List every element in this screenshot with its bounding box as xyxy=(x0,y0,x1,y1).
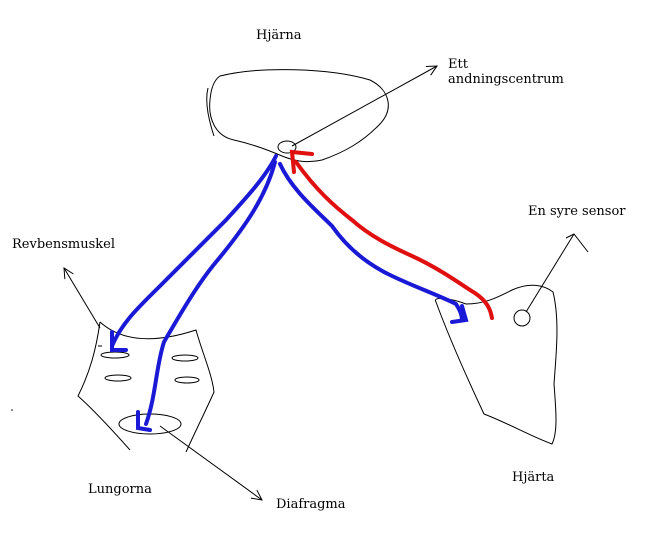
lung-lobe xyxy=(100,351,130,359)
diaphragm-pointer xyxy=(159,425,262,500)
oxygen-sensor-circle xyxy=(513,309,531,327)
stray-dot xyxy=(11,409,13,411)
signal-to-heart xyxy=(278,162,464,322)
lungs-label: Lungorna xyxy=(88,482,152,497)
signal-to-diaphragm xyxy=(144,160,277,426)
breathing-center-label: Ett andningscentrum xyxy=(448,57,578,87)
lung-lobe xyxy=(171,354,199,362)
breathing-center-label-line2: andningscentrum xyxy=(448,72,564,87)
oxygen-sensor-label: En syre sensor xyxy=(528,204,626,219)
breathing-center-circle xyxy=(277,140,297,154)
diaphragm-label: Diafragma xyxy=(276,497,346,512)
heart-label: Hjärta xyxy=(512,470,555,485)
brain-label: Hjärna xyxy=(256,28,302,43)
signal-from-sensor xyxy=(294,160,494,320)
breathing-center-pointer xyxy=(291,66,437,147)
heart-arrowhead xyxy=(450,304,469,324)
brain-arrowhead xyxy=(289,149,314,174)
heart-outline xyxy=(434,284,558,445)
breathing-center-label-line1: Ett xyxy=(448,57,468,72)
diaphragm-arrowhead xyxy=(136,410,152,432)
rib-muscle-label: Revbensmuskel xyxy=(12,237,115,252)
lung-lobe xyxy=(174,376,200,384)
brain-outline xyxy=(206,69,389,163)
lung-lobe xyxy=(104,374,132,382)
rib-muscle-arrowhead xyxy=(110,330,128,352)
lungs-outline xyxy=(77,321,215,453)
oxygen-sensor-pointer xyxy=(525,233,575,313)
oxygen-sensor-arrowhead xyxy=(565,233,589,253)
rib-muscle-pointer xyxy=(64,268,101,329)
signal-to-rib-muscle xyxy=(110,154,278,348)
